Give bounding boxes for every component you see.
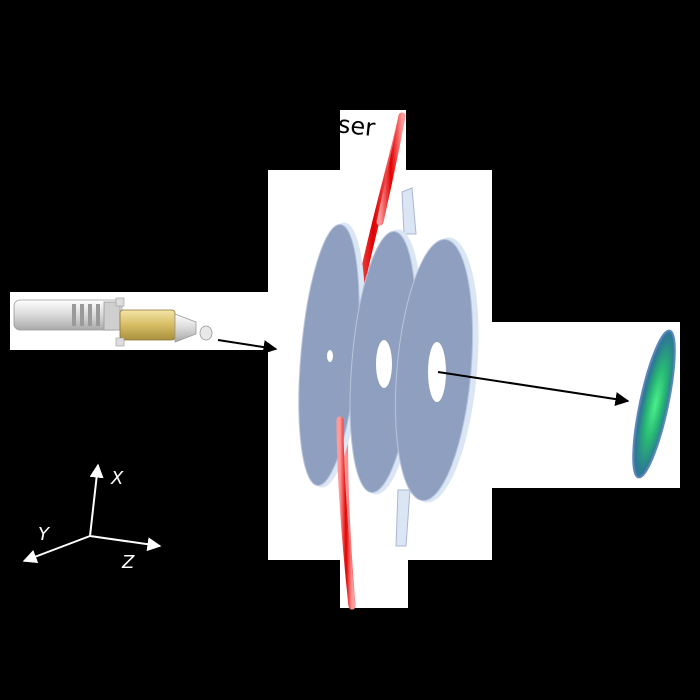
background-panels [10, 110, 680, 608]
aperture-plate-1 [298, 222, 366, 488]
beam-arrow-out [437, 371, 630, 407]
z-axis-label: Z [121, 552, 135, 573]
x-axis [89, 463, 104, 537]
detector-label: detector [582, 278, 686, 316]
coordinate-axes: X Y Z [22, 463, 162, 573]
y-axis-label: Y [38, 524, 51, 545]
detector-screen-icon [632, 329, 676, 479]
aperture-plate-3 [394, 237, 479, 547]
laser-beam-front [376, 112, 406, 226]
beam-arrow-in [217, 339, 278, 354]
y-axis [22, 535, 91, 564]
laser-label: laser [315, 108, 376, 142]
x-axis-label: X [110, 468, 124, 489]
z-axis [89, 535, 162, 552]
laser-beam-lower [336, 416, 356, 610]
electron-gun-icon [13, 297, 213, 347]
